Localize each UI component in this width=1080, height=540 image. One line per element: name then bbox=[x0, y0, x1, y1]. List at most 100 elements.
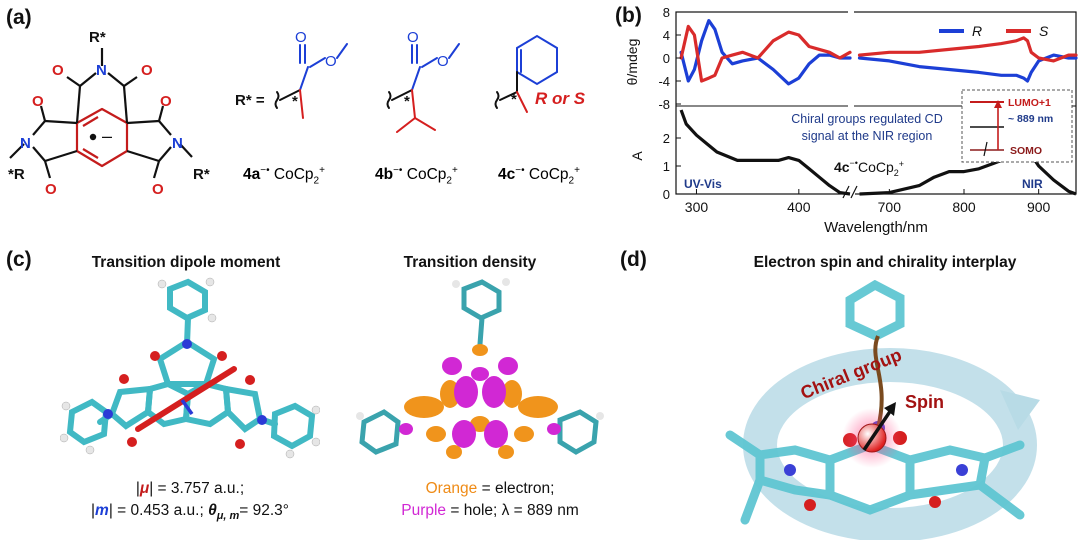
compound-label-4a: 4a−• CoCp2+ bbox=[243, 165, 325, 186]
cd-series-r-seg1 bbox=[857, 53, 1078, 83]
chart-compound-charge: −• bbox=[850, 158, 858, 168]
rs-label: R or S bbox=[535, 89, 586, 108]
xtick-label: 300 bbox=[685, 199, 709, 215]
radical-minus: – bbox=[102, 126, 112, 146]
panel-b-label: (b) bbox=[615, 4, 642, 27]
cd-ytick-label: 8 bbox=[663, 5, 670, 20]
mu-line: |μ| = 3.757 a.u.; bbox=[135, 480, 245, 497]
purple-line: Purple = hole; λ = 889 nm bbox=[370, 500, 610, 522]
rstar-right: R* bbox=[193, 166, 210, 183]
rstar-equals: R* = bbox=[235, 92, 265, 109]
m-theta-line: |m| = 0.453 a.u.; θμ, m= 92.3° bbox=[90, 502, 290, 523]
m-symbol: m bbox=[95, 502, 109, 519]
chart-compound-sub: 2 bbox=[894, 168, 899, 178]
charge-4a: −• bbox=[260, 165, 270, 176]
xtick-label: 400 bbox=[787, 199, 811, 215]
tdm-molecule bbox=[60, 277, 320, 459]
svg-text:O: O bbox=[437, 53, 449, 70]
mu-symbol: μ bbox=[139, 480, 150, 497]
svg-text:N: N bbox=[20, 135, 31, 152]
chart-compound-plus: + bbox=[899, 159, 904, 169]
spin-chirality-illustration: Chiral group Spin bbox=[725, 280, 1040, 540]
svg-text:O: O bbox=[52, 62, 64, 79]
theta-symbol: θ bbox=[208, 502, 217, 519]
counterion-4b: CoCp bbox=[406, 166, 447, 184]
uvvis-label: UV-Vis bbox=[684, 177, 722, 191]
stereo-star-c: * bbox=[511, 91, 517, 108]
svg-text:O: O bbox=[407, 29, 419, 46]
theta-sub: μ, m bbox=[216, 510, 240, 523]
substituent-structures: R* = O O * O O * * R or S bbox=[235, 29, 586, 133]
energy-level-inset: LUMO+1 ~ 889 nm SOMO bbox=[961, 89, 1073, 163]
cd-ytick-label: 0 bbox=[663, 51, 670, 66]
legend-s: S bbox=[1039, 23, 1049, 39]
spin-arrow bbox=[862, 406, 895, 451]
chart-compound-counterion: CoCp bbox=[858, 159, 894, 175]
td-title: Transition density bbox=[403, 254, 537, 271]
charge-4c: −• bbox=[515, 165, 525, 176]
cd-series-r-seg0 bbox=[679, 19, 852, 86]
cd-ytick-label: -4 bbox=[658, 74, 670, 89]
compound-name-4a: 4a bbox=[243, 166, 261, 184]
abs-ylabel: A bbox=[629, 151, 645, 161]
cd-ytick-label: -8 bbox=[658, 97, 670, 112]
sub2-4c: 2 bbox=[568, 175, 575, 187]
m-value: = 0.453 a.u.; bbox=[117, 502, 204, 519]
xtick-label: 700 bbox=[878, 199, 902, 215]
compound-label-4b: 4b−• CoCp2+ bbox=[375, 165, 458, 186]
plus-4a: + bbox=[319, 165, 325, 176]
stereo-star-a: * bbox=[292, 93, 298, 110]
cd-series-s-seg1 bbox=[857, 36, 1078, 63]
sub2-4a: 2 bbox=[313, 175, 320, 187]
charge-4b: −• bbox=[393, 165, 403, 176]
spin-label: Spin bbox=[905, 392, 944, 412]
compound-name-4c: 4c bbox=[498, 166, 516, 184]
tdm-values: |μ| = 3.757 a.u.; |m| = 0.453 a.u.; θμ, … bbox=[40, 478, 340, 527]
compound-name-4b: 4b bbox=[375, 166, 394, 184]
annotation-line1: Chiral groups regulated CD bbox=[791, 112, 942, 126]
svg-text:O: O bbox=[325, 53, 337, 70]
m-vector bbox=[180, 398, 194, 416]
sub2-4b: 2 bbox=[446, 175, 452, 187]
rstar-left: *R bbox=[8, 166, 25, 183]
hole-density bbox=[399, 357, 561, 448]
svg-text:N: N bbox=[172, 135, 183, 152]
stereo-star-b: * bbox=[404, 93, 410, 110]
abs-series-seg0 bbox=[679, 109, 851, 196]
svg-text:O: O bbox=[160, 93, 172, 110]
inset-nm: ~ 889 nm bbox=[1008, 113, 1053, 125]
panel-c-label: (c) bbox=[6, 248, 32, 271]
plus-4b: + bbox=[451, 165, 458, 176]
abs-ytick-label: 1 bbox=[663, 159, 670, 174]
inset-somo: SOMO bbox=[1010, 145, 1042, 157]
inset-lumo: LUMO+1 bbox=[1008, 97, 1051, 109]
panel-a-label: (a) bbox=[6, 6, 32, 29]
svg-text:O: O bbox=[141, 62, 153, 79]
mu-vector bbox=[135, 366, 237, 432]
rstar-top: R* bbox=[89, 29, 106, 46]
cd-ylabel: θ/mdeg bbox=[624, 39, 640, 86]
counterion-4c: CoCp bbox=[528, 166, 569, 184]
chart-compound-label: 4c−•CoCp2+ bbox=[834, 158, 904, 178]
svg-text:O: O bbox=[295, 29, 307, 46]
radical-dot bbox=[89, 133, 97, 141]
chart-compound-name: 4c bbox=[834, 159, 850, 175]
svg-text:N: N bbox=[96, 62, 107, 79]
xtick-label: 800 bbox=[952, 199, 976, 215]
cd-series-s-seg0 bbox=[679, 24, 852, 83]
orange-rest: = electron; bbox=[477, 480, 555, 497]
x-axis-label: Wavelength/nm bbox=[824, 219, 928, 236]
compound-label-4c: 4c−• CoCp2+ bbox=[498, 165, 580, 186]
svg-text:O: O bbox=[45, 181, 57, 198]
mu-value: = 3.757 a.u.; bbox=[157, 480, 245, 497]
purple-word: Purple bbox=[401, 502, 447, 519]
td-legend: Orange = electron; Purple = hole; λ = 88… bbox=[370, 478, 610, 522]
nir-label: NIR bbox=[1022, 177, 1043, 191]
svg-text:O: O bbox=[152, 181, 164, 198]
orange-word: Orange bbox=[425, 480, 478, 497]
annotation-line2: signal at the NIR region bbox=[802, 129, 933, 143]
legend-r: R bbox=[972, 23, 982, 39]
purple-rest: = hole; λ = 889 nm bbox=[446, 502, 579, 519]
